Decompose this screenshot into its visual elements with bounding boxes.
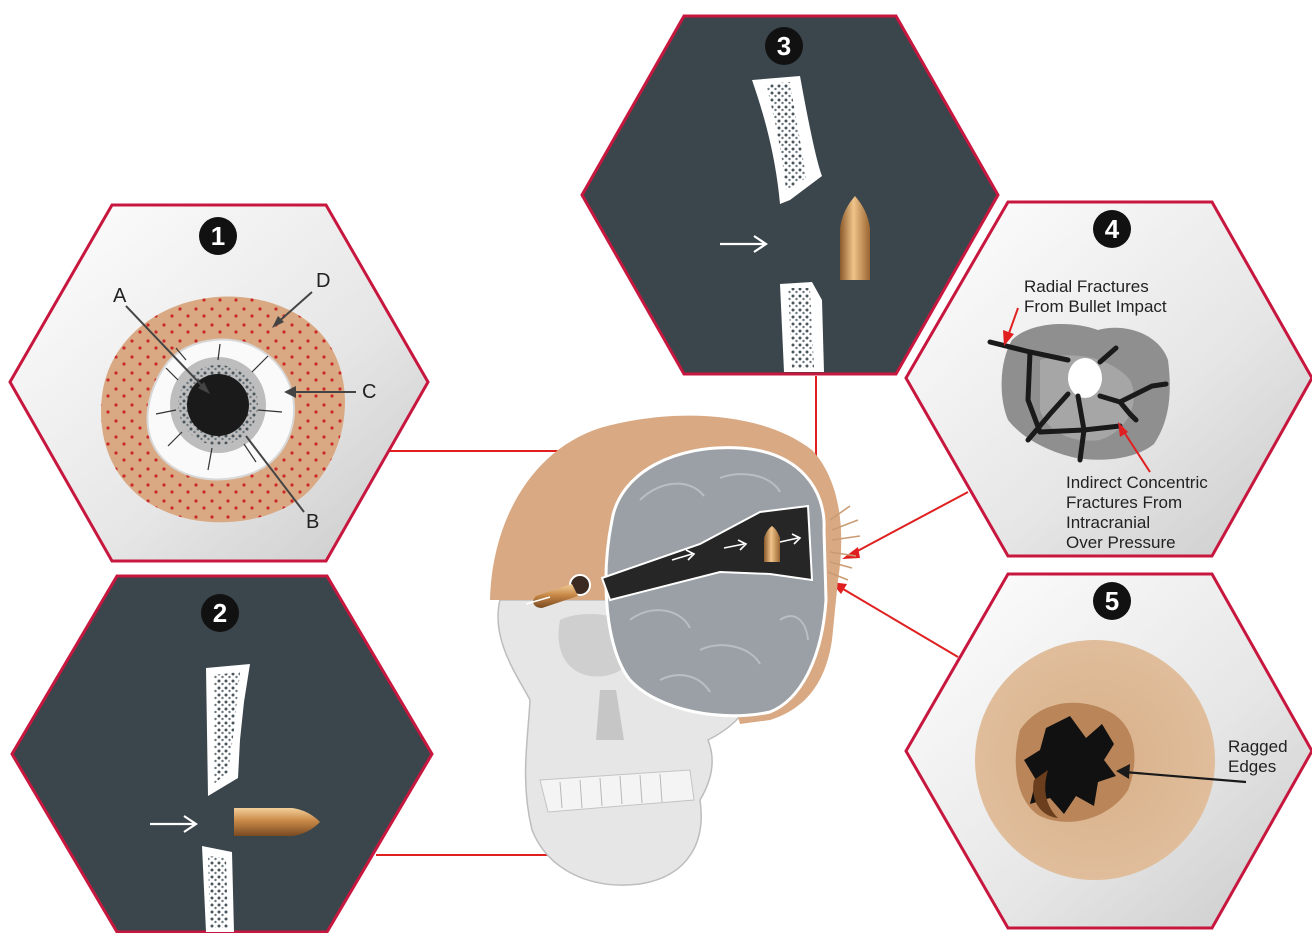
ragged-label-line1: Ragged <box>1228 737 1288 756</box>
letter-c: C <box>362 381 376 403</box>
panel-5-number: 5 <box>1105 586 1119 616</box>
panel-1-number: 1 <box>211 221 225 251</box>
panel-2-badge: 2 <box>201 594 239 632</box>
connector-5 <box>838 586 958 657</box>
impact-hole <box>1068 358 1102 398</box>
connector-4 <box>850 492 968 555</box>
panel-3-badge: 3 <box>765 27 803 65</box>
panel-4-number: 4 <box>1105 214 1120 244</box>
radial-label-line2: From Bullet Impact <box>1024 297 1167 316</box>
panel-3-exit-bevel: 3 <box>582 16 998 374</box>
bullet-hole <box>187 374 249 436</box>
concentric-label-line1: Indirect Concentric <box>1066 473 1208 492</box>
panel-5-badge: 5 <box>1093 582 1131 620</box>
connector-4-arrowhead <box>842 547 860 559</box>
radial-label-line1: Radial Fractures <box>1024 277 1149 296</box>
panel-5-exit-wound: 5 Ragged Edges <box>906 574 1312 928</box>
panel-1-entrance-wound: 1 A D C B <box>10 205 428 561</box>
letter-b: B <box>306 511 319 533</box>
panel-1-badge: 1 <box>199 217 237 255</box>
skull-illustration <box>490 416 860 885</box>
ragged-label-line2: Edges <box>1228 757 1276 776</box>
letter-d: D <box>316 270 330 292</box>
panel-2-entrance-bevel: 2 <box>12 576 432 932</box>
concentric-label-line4: Over Pressure <box>1066 533 1176 552</box>
concentric-label-line2: Fractures From <box>1066 493 1182 512</box>
panel-2-number: 2 <box>213 598 227 628</box>
panel-4-badge: 4 <box>1093 210 1131 248</box>
panel-3-number: 3 <box>777 31 791 61</box>
panel-4-fracture-patterns: 4 Radial Fractures From Bullet Impact In… <box>906 202 1312 556</box>
concentric-label-line3: Intracranial <box>1066 513 1150 532</box>
letter-a: A <box>113 285 127 307</box>
